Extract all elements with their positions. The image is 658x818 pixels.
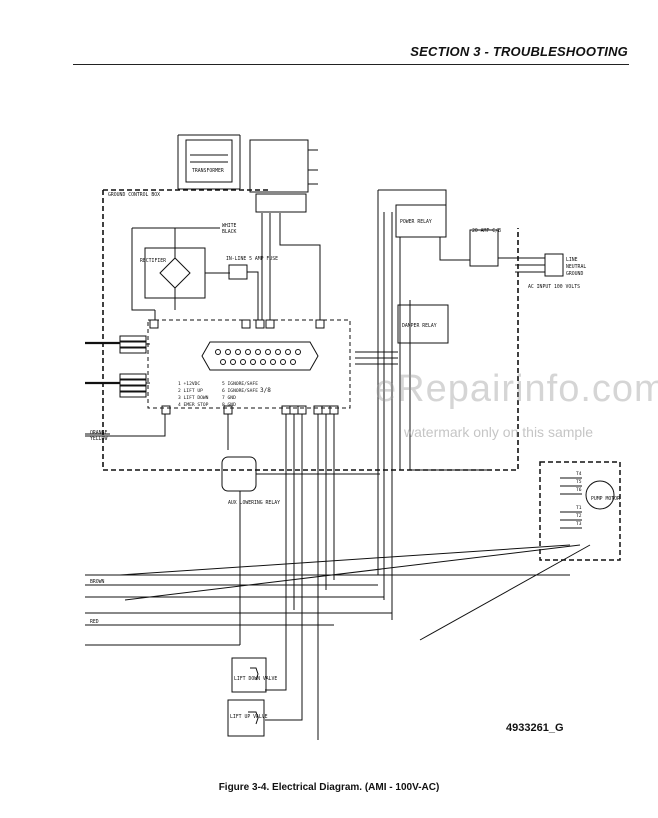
label-black: BLACK (222, 229, 237, 235)
damper-relay (397, 304, 449, 344)
ground-control-box-outline (102, 190, 519, 471)
svg-text:T2: T2 (576, 513, 582, 519)
label-pump-motor: PUMP MOTOR (591, 496, 620, 502)
transformer-block (185, 139, 233, 183)
svg-text:T6: T6 (576, 487, 582, 493)
label-red: RED (90, 619, 99, 625)
connector-pins (215, 349, 301, 365)
label-lift-down-valve: LIFT DOWN VALVE (234, 676, 277, 682)
watermark-note: watermark only on this sample (404, 424, 594, 440)
pump-motor-box (539, 461, 621, 561)
circuit-breaker (469, 229, 499, 267)
power-relay (395, 204, 447, 238)
label-cb-amp: 20 AMP C/B (472, 228, 501, 234)
svg-text:T5: T5 (576, 479, 582, 485)
label-aux-lowering-relay: AUX LOWERING RELAY (228, 500, 280, 506)
label-white: WHITE (222, 223, 237, 229)
label-ac-input: AC INPUT 100 VOLTS (528, 284, 580, 290)
header-rule (73, 64, 629, 65)
label-damper-relay: DAMPER RELAY (402, 323, 437, 329)
control-module (249, 139, 309, 193)
label-power-relay: POWER RELAY (400, 219, 432, 225)
label-lift-up-valve: LIFT UP VALVE (230, 714, 268, 720)
svg-text:T4: T4 (576, 471, 582, 477)
figure-caption: Figure 3-4. Electrical Diagram. (AMI - 1… (218, 782, 440, 793)
legend-7: 7 GND (222, 395, 236, 401)
motor-terminal-labels: T4 T5 T6 T1 T2 T3 (576, 471, 582, 527)
legend-3: 3 LIFT DOWN (178, 395, 209, 401)
lift-down-valve (231, 657, 267, 693)
inline-fuse (228, 264, 248, 280)
section-title: SECTION 3 - TROUBLESHOOTING (410, 44, 628, 59)
terminal-legend: 1 +12VDC 2 LIFT UP 3 LIFT DOWN 4 EMER ST… (178, 381, 271, 408)
label-ground: GROUND (566, 271, 583, 277)
label-ground-control-box: GROUND CONTROL BOX (108, 192, 160, 198)
label-in-line-fuse: IN-LINE 5 AMP FUSE (226, 256, 278, 262)
control-board (147, 319, 351, 409)
legend-2: 2 LIFT UP (178, 388, 203, 394)
label-brown: BROWN (90, 579, 105, 585)
label-neutral: NEUTRAL (566, 264, 586, 270)
watermark-brand: eRepairinfo.com (375, 368, 658, 410)
legend-1: 1 +12VDC (178, 381, 200, 387)
legend-5: 5 IGNORE/SAFE (222, 381, 258, 387)
label-fraction: 3/8 (260, 387, 271, 394)
aux-lowering-relay (221, 456, 257, 492)
label-orange: ORANGE (90, 430, 107, 436)
drawing-number: 4933261_G (506, 722, 564, 734)
svg-text:T1: T1 (576, 505, 582, 511)
label-rectifier: RECTIFIER (140, 258, 166, 264)
svg-text:T3: T3 (576, 521, 582, 527)
label-transformer: TRANSFORMER (192, 168, 224, 174)
legend-8: 8 GND (222, 402, 236, 408)
label-yellow: YELLOW (90, 436, 107, 442)
label-line: LINE (566, 257, 578, 263)
lift-up-valve (227, 699, 265, 737)
legend-4: 4 EMER STOP (178, 402, 209, 408)
legend-6: 6 IGNORE/SAFE (222, 388, 258, 394)
